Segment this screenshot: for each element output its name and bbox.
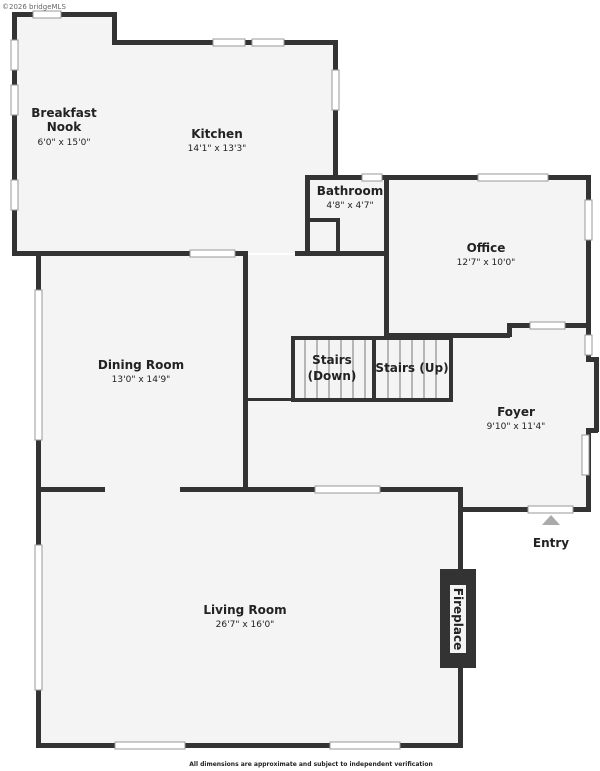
stairs-down-label-2: (Down) (308, 369, 357, 383)
foyer-label: Foyer (497, 405, 535, 419)
living-room-dims: 26'7" x 16'0" (216, 620, 275, 630)
stairs-down-label: Stairs (312, 353, 352, 367)
dining-room-dims: 13'0" x 14'9" (112, 375, 171, 385)
entry-arrow-icon (542, 515, 560, 525)
stairs-up-label: Stairs (Up) (375, 361, 448, 375)
office-label: Office (467, 241, 506, 255)
breakfast-nook-label-2: Nook (47, 120, 83, 134)
office-dims: 12'7" x 10'0" (457, 258, 516, 268)
kitchen-label: Kitchen (191, 127, 243, 141)
fireplace: Fireplace (440, 569, 476, 668)
copyright-watermark: ©2026 bridgeMLS (2, 3, 66, 11)
kitchen-dims: 14'1" x 13'3" (188, 144, 247, 154)
footer-note: All dimensions are approximate and subje… (189, 761, 432, 768)
windows (10, 10, 593, 750)
breakfast-nook-label: Breakfast (31, 106, 97, 120)
entry-label: Entry (533, 536, 569, 550)
foyer-dims: 9'10" x 11'4" (487, 422, 546, 432)
fireplace-label: Fireplace (451, 588, 465, 650)
living-room-label: Living Room (203, 603, 286, 617)
stair-treads (304, 340, 437, 398)
bathroom-dims: 4'8" x 4'7" (326, 201, 373, 211)
dining-room-label: Dining Room (98, 358, 184, 372)
floors (15, 15, 596, 745)
bathroom-label: Bathroom (317, 184, 383, 198)
breakfast-nook-dims: 6'0" x 15'0" (38, 138, 91, 148)
